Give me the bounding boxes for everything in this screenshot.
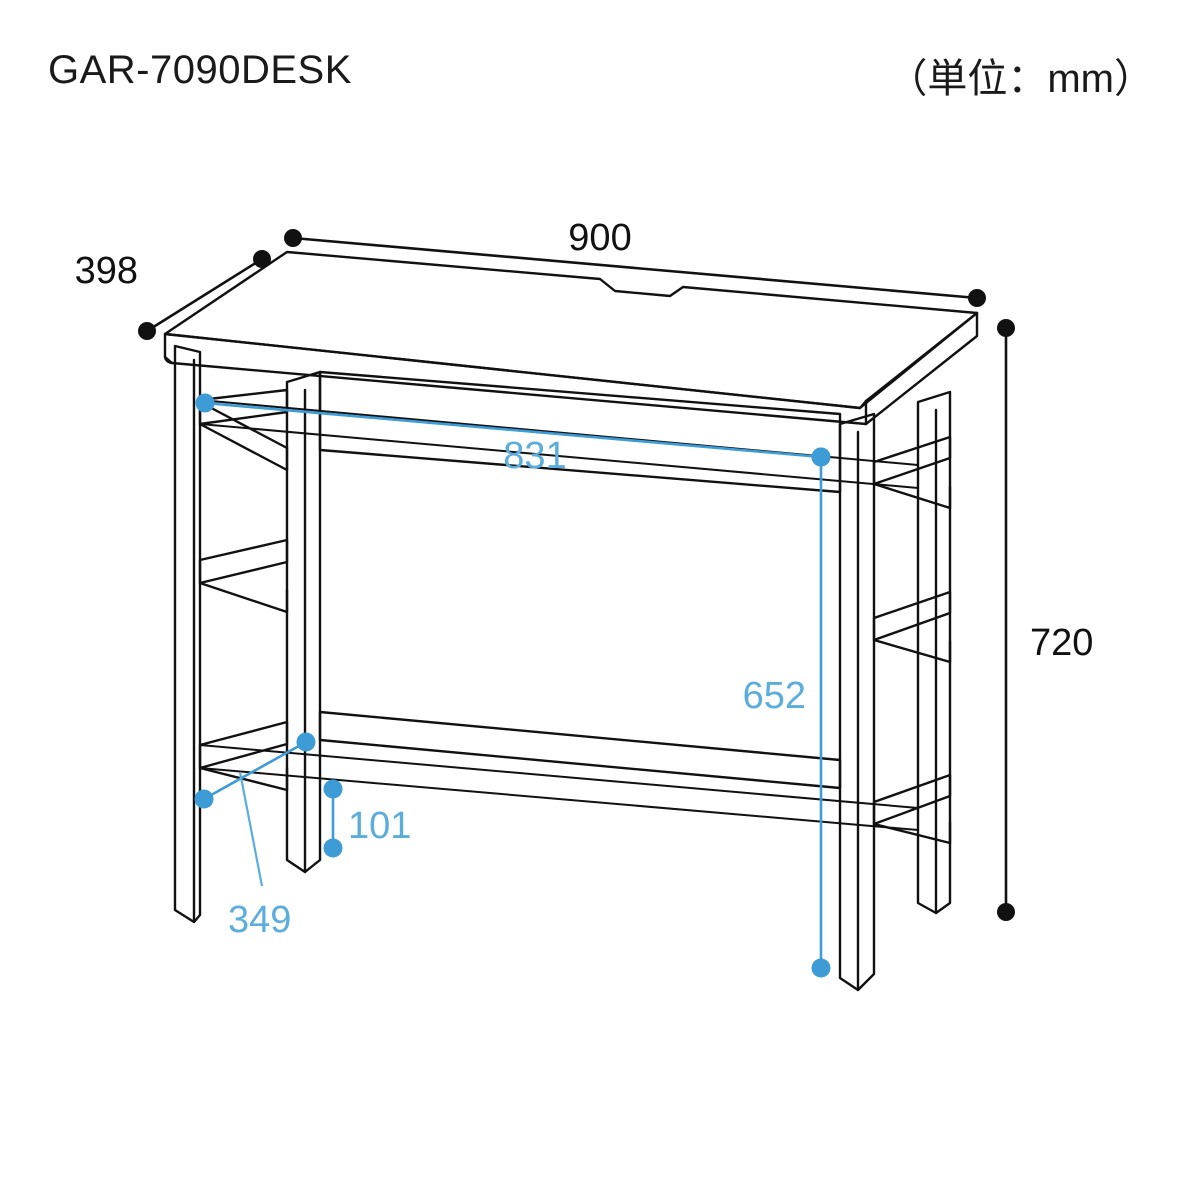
dimension-side-rail-span: 349 [194,732,316,941]
dimension-inner-width: 831 [195,393,831,477]
dimension-line-398 [146,257,263,333]
dimension-line-349 [203,740,307,801]
dimension-endpoint-dot [811,447,831,467]
dimension-label-720: 720 [1030,622,1093,664]
dimension-annotations: 900 398 720 831 [75,217,1093,978]
leg-front-right [838,412,876,992]
side-rails-right [872,435,952,845]
dimension-endpoint-dot [194,789,214,809]
dimension-endpoint-dot [323,779,343,799]
desk-illustration [163,250,979,992]
leg-back-right [916,390,952,915]
leg-front-left [285,370,322,874]
dimension-label-101: 101 [348,805,411,847]
dimension-endpoint-dot [997,903,1015,921]
dimension-label-398: 398 [75,250,138,292]
leg-back-left [173,344,202,924]
dimension-endpoint-dot [138,322,156,340]
side-rails-left [198,388,289,792]
dimension-leader-349 [238,771,264,887]
shelf-rail-front [318,710,842,790]
dimension-label-831: 831 [503,435,566,477]
dimension-endpoint-dot [968,289,986,307]
dimension-line-831 [204,401,822,459]
apron-front [318,370,842,494]
dimension-line-900 [292,236,978,300]
dimension-endpoint-dot [253,250,271,268]
dimension-label-349: 349 [228,899,291,941]
unit-note: （単位：mm） [887,57,1154,101]
dimension-width-overall: 900 [284,217,986,307]
dimension-endpoint-dot [811,958,831,978]
dimension-height-overall: 720 [997,319,1093,921]
dimension-label-652: 652 [743,675,806,717]
dimension-depth-overall: 398 [75,250,271,340]
page-title: GAR-7090DESK [48,48,352,92]
dimension-endpoint-dot [195,393,215,413]
dimension-endpoint-dot [284,229,302,247]
dimension-endpoint-dot [323,838,343,858]
dimension-label-900: 900 [568,217,631,259]
diagram-header: GAR-7090DESK （単位：mm） [0,0,1200,130]
tabletop [163,250,979,426]
dimension-endpoint-dot [296,732,316,752]
shelf-rail-back [199,744,919,831]
dimension-endpoint-dot [997,319,1015,337]
dimension-inner-height: 652 [743,447,831,978]
dimension-shelf-clearance: 101 [323,779,411,858]
